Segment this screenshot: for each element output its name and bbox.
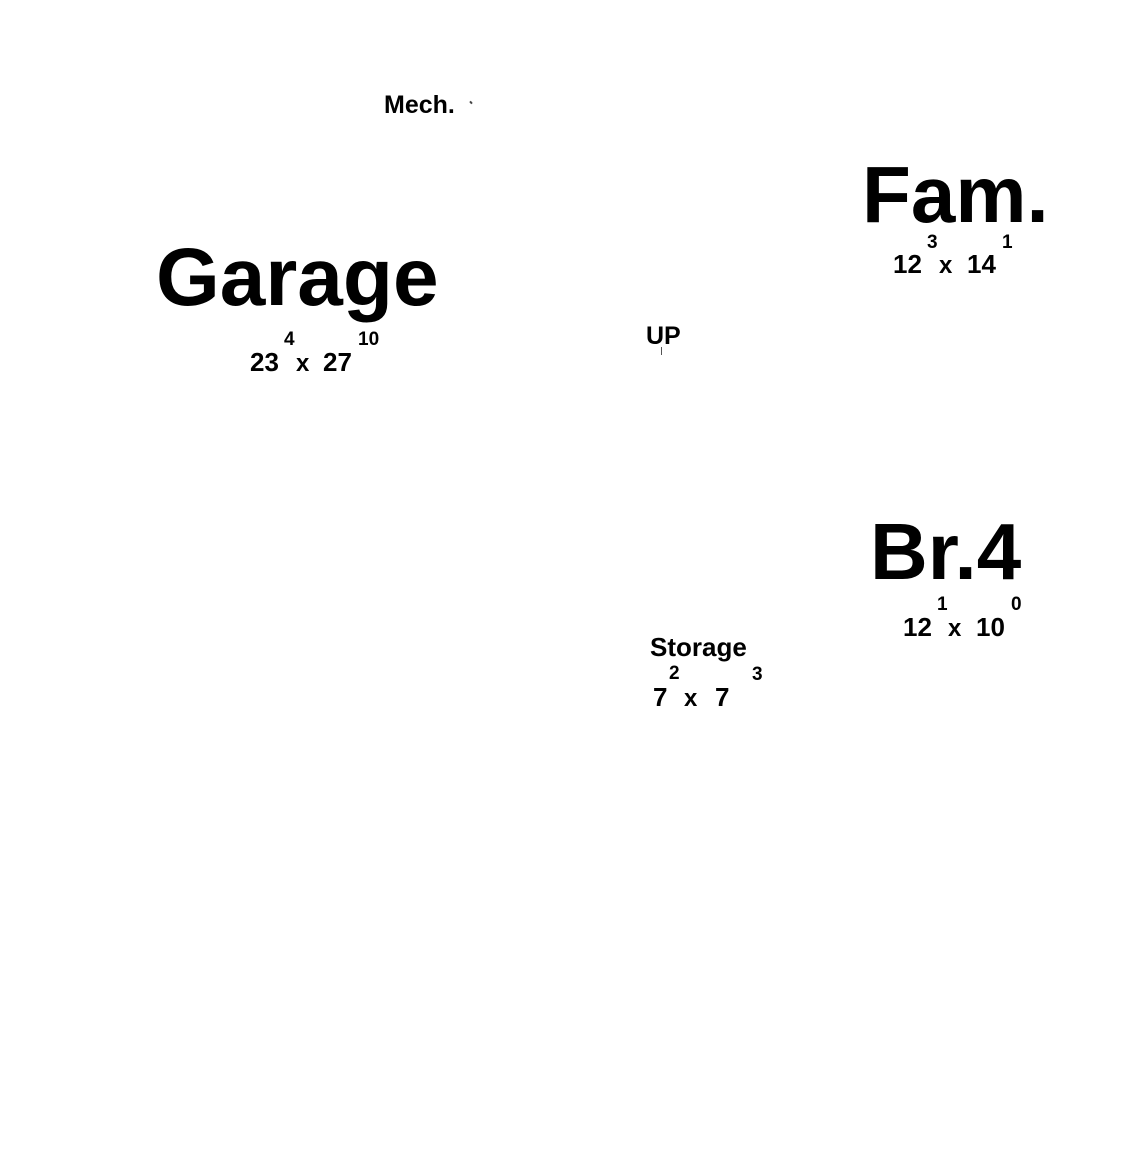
storage-width-inches: 2: [669, 663, 680, 684]
br4-length-feet: 10: [976, 612, 1005, 642]
stairs-arrow-mark: [661, 347, 662, 355]
br4-width-inches: 1: [937, 594, 948, 615]
room-label-storage: Storage: [650, 632, 747, 662]
storage-length-inches: 3: [752, 664, 763, 685]
fam-dimension-separator: x: [939, 252, 953, 279]
room-label-garage: Garage: [156, 232, 439, 323]
garage-length-feet: 27: [323, 347, 352, 377]
fam-width-inches: 3: [927, 232, 938, 253]
br4-length-inches: 0: [1011, 594, 1022, 615]
garage-width-inches: 4: [284, 329, 295, 350]
fam-width-feet: 12: [893, 249, 922, 279]
wall-fragment: [469, 100, 473, 105]
garage-width-feet: 23: [250, 347, 279, 377]
br4-width-feet: 12: [903, 612, 932, 642]
garage-length-inches: 10: [358, 329, 380, 350]
storage-dimension-separator: x: [684, 685, 698, 712]
br4-dimension-separator: x: [948, 615, 962, 642]
stairs-up-label: UP: [646, 322, 681, 350]
garage-dimension-separator: x: [296, 350, 310, 377]
room-label-mech: Mech.: [384, 91, 455, 119]
fam-length-inches: 1: [1002, 232, 1013, 253]
storage-length-feet: 7: [715, 682, 730, 712]
storage-width-feet: 7: [653, 682, 668, 712]
room-label-fam: Fam.: [862, 150, 1049, 239]
fam-length-feet: 14: [967, 249, 996, 279]
room-label-br4: Br.4: [870, 507, 1022, 596]
